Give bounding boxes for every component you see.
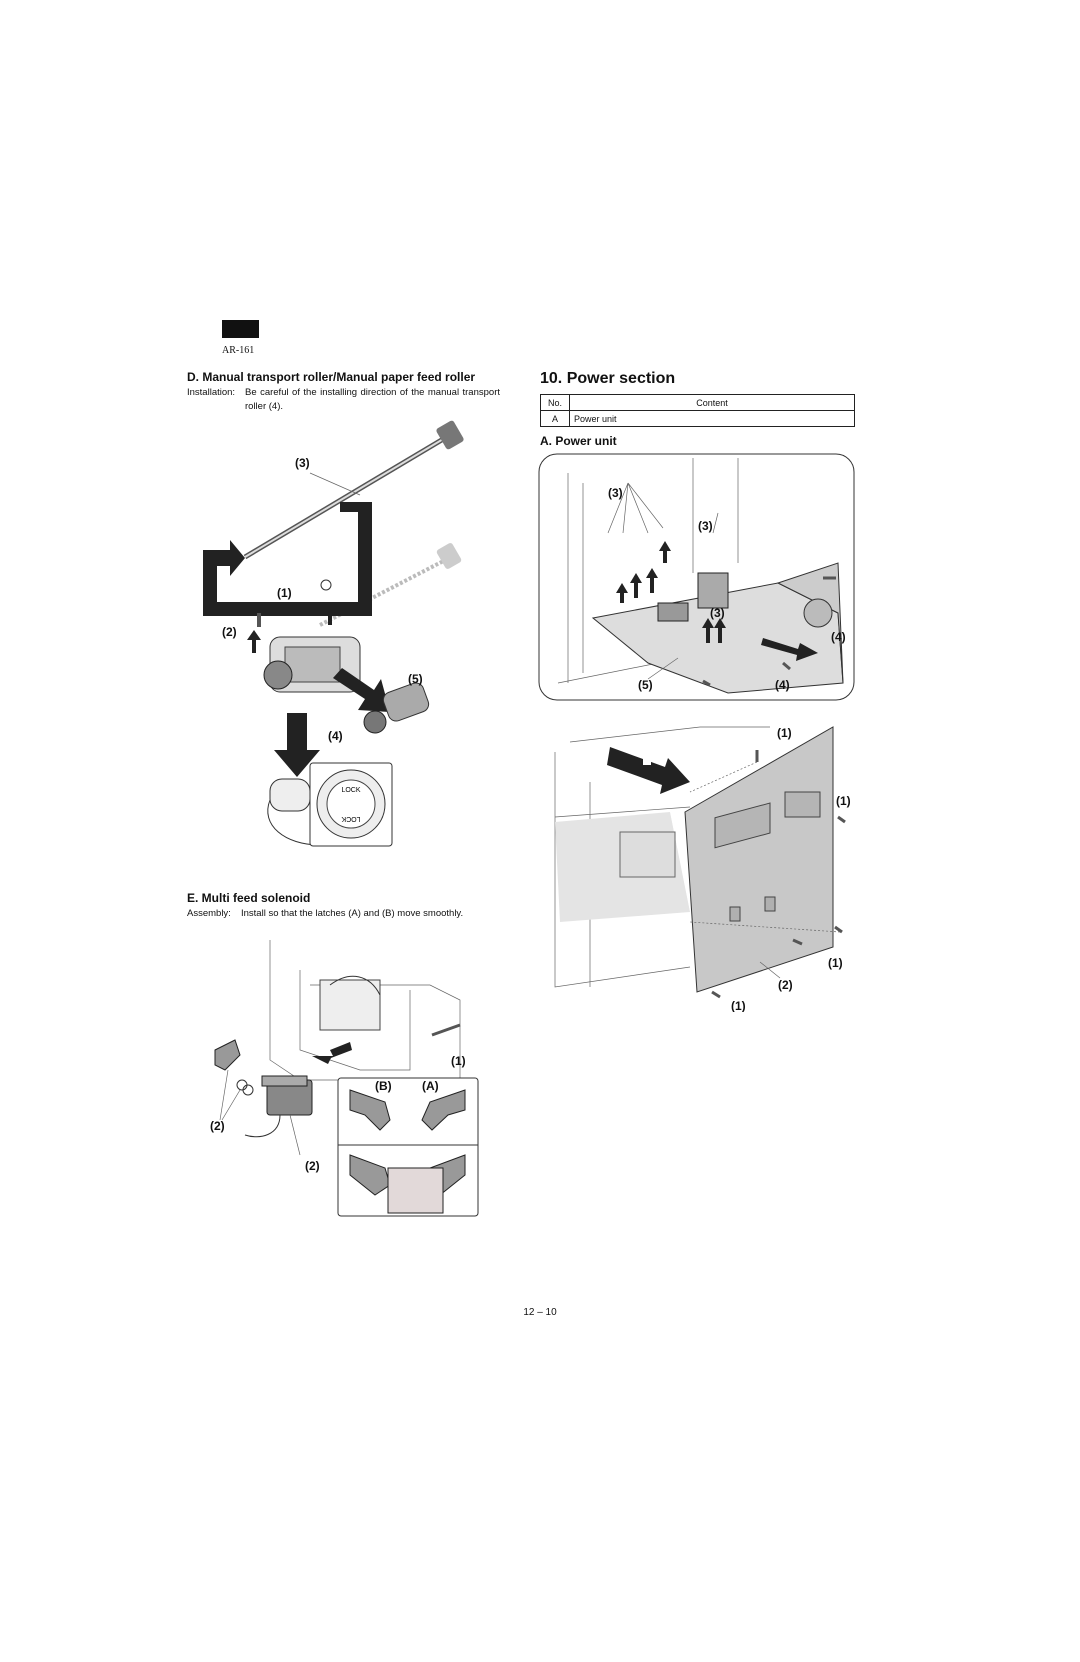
callout-d-2: (2) xyxy=(222,625,237,639)
table-header-no: No. xyxy=(540,394,570,411)
model-number: AR-161 xyxy=(222,345,255,356)
callout-p1-5: (5) xyxy=(638,678,653,692)
callout-p1-4b: (4) xyxy=(775,678,790,692)
solenoid-diagram: (B) (A) (1) (2) (2) xyxy=(210,940,479,1217)
cover-removal-diagram: (1) (1) (1) (2) (1) xyxy=(554,726,851,1012)
callout-p1-3c: (3) xyxy=(710,606,725,620)
callout-p2-1b: (1) xyxy=(836,794,851,808)
table-cell-no: A xyxy=(540,410,570,427)
callout-p2-1c: (1) xyxy=(828,956,843,970)
section-d-note: Installation: Be careful of the installin… xyxy=(187,386,502,414)
section-d-note-text: Be careful of the installing direction o… xyxy=(245,387,500,412)
table-header-content: Content xyxy=(569,394,855,411)
lock-label-bottom: LOCK xyxy=(341,815,360,822)
subsection-a-title: A. Power unit xyxy=(540,434,617,448)
callout-e-2b: (2) xyxy=(305,1159,320,1173)
callout-d-3: (3) xyxy=(295,456,310,470)
section-10-title: 10. Power section xyxy=(540,370,676,387)
callout-p2-1d: (1) xyxy=(731,999,746,1012)
section-d-note-label: Installation: xyxy=(187,387,236,398)
callout-p1-3a: (3) xyxy=(608,486,623,500)
section-e-note-text: Install so that the latches (A) and (B) … xyxy=(241,908,464,919)
callout-p2-2: (2) xyxy=(778,978,793,992)
parts-table: No. Content A Power unit xyxy=(540,394,855,427)
power-unit-diagram: (3) (3) (3) (4) (5) (4) xyxy=(538,453,855,701)
section-e-note-label: Assembly: xyxy=(187,908,231,919)
callout-e-2a: (2) xyxy=(210,1119,225,1133)
callout-p2-1a: (1) xyxy=(777,726,792,740)
callout-d-4: (4) xyxy=(328,729,343,743)
callout-e-1: (1) xyxy=(451,1054,466,1068)
table-row: A Power unit xyxy=(540,410,855,427)
page-number: 12 – 10 xyxy=(523,1307,557,1318)
brand-logo-block xyxy=(222,320,259,338)
callout-p1-4a: (4) xyxy=(831,630,846,644)
section-e-note: Assembly: Install so that the latches (A)… xyxy=(187,907,507,921)
callout-d-1: (1) xyxy=(277,586,292,600)
section-d-title: D. Manual transport roller/Manual paper … xyxy=(187,370,476,384)
section-e-title: E. Multi feed solenoid xyxy=(187,891,311,905)
callout-d-5: (5) xyxy=(408,672,423,686)
callout-p1-3b: (3) xyxy=(698,519,713,533)
callout-e-B: (B) xyxy=(375,1079,392,1093)
callout-e-A: (A) xyxy=(422,1079,439,1093)
roller-exploded-diagram: LOCK LOCK (3) (1) (2) (5) (4) xyxy=(203,420,464,847)
table-cell-content: Power unit xyxy=(569,410,855,427)
table-header-row: No. Content xyxy=(540,394,855,411)
lock-label-top: LOCK xyxy=(341,787,360,794)
